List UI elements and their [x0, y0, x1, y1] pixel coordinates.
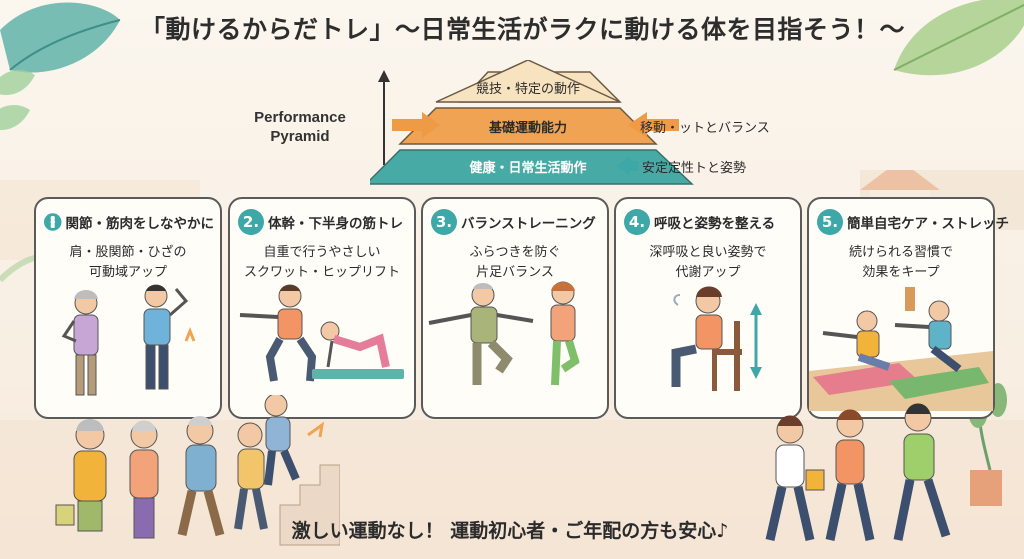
pyramid-bottom-label: 健康・日常生活動作	[469, 161, 587, 176]
page-title: 「動けるからだトレ」〜日常生活がラクに動ける体を目指そう！〜	[140, 15, 906, 44]
performance-pyramid-label: Performance Pyramid	[240, 108, 360, 146]
pyramid-top-label: 競技・特定の動作	[475, 82, 580, 97]
card-balance: 3. バランストレーニング ふらつきを防ぐ片足バランス	[421, 197, 609, 419]
number-badge: 5.	[817, 209, 843, 235]
card-title: 体幹・下半身の筋トレ	[268, 216, 403, 232]
leaf-decoration-icon	[893, 0, 1024, 76]
pyramid-label-line1: Performance	[254, 109, 346, 126]
card-title: 簡単自宅ケア・ストレッチ	[847, 216, 1009, 232]
pyramid-bottom-note: 安定定性トと姿勢	[642, 161, 747, 176]
number-badge: 4.	[624, 209, 650, 235]
card-description: 続けられる習慣で効果をキープ	[848, 245, 953, 280]
card-description: ふらつきを防ぐ片足バランス	[469, 245, 561, 280]
pyramid-middle-note: 移動・ットとバランス	[640, 121, 770, 136]
card-title: 呼吸と姿勢を整える	[654, 216, 776, 232]
card-home-care: 5. 簡単自宅ケア・ストレッチ 続けられる習慣で効果をキープ	[807, 197, 1009, 419]
walking-family-illustration	[765, 403, 951, 541]
pyramid-bottom-tier	[370, 149, 694, 185]
stretching-people-illustration	[61, 284, 196, 396]
performance-pyramid	[370, 60, 694, 185]
walking-seniors-illustration	[55, 395, 340, 546]
number-badge: 2.	[238, 209, 264, 235]
home-stretch-illustration	[809, 287, 993, 411]
pyramid-label-line2: Pyramid	[270, 128, 330, 145]
card-description: 肩・股関節・ひざの可動域アップ	[69, 245, 187, 280]
card-strength: 2. 体幹・下半身の筋トレ 自重で行うやさしいスクワット・ヒップリフト	[228, 197, 416, 419]
card-description: 自重で行うやさしいスクワット・ヒップリフト	[243, 245, 400, 280]
footer-message: 激しい運動なし！ 運動初心者・ご年配の方も安心♪	[291, 520, 729, 542]
squat-illustration	[239, 284, 404, 382]
card-breathing: 4. 呼吸と姿勢を整える 深呼吸と良い姿勢で代謝アップ	[614, 197, 802, 419]
balance-illustration	[428, 281, 580, 386]
pyramid-middle-label: 基礎運動能力	[488, 121, 567, 136]
breathing-illustration	[671, 286, 762, 391]
pyramid-middle-tier	[398, 107, 658, 145]
leaf-decoration-icon	[0, 2, 121, 130]
card-flexibility: 関節・筋肉をしなやかに 肩・股関節・ひざの可動域アップ	[34, 197, 222, 419]
number-badge: 3.	[431, 209, 457, 235]
card-title: 関節・筋肉をしなやかに	[65, 216, 215, 232]
knee-joint-icon	[44, 213, 62, 231]
card-title: バランストレーニング	[461, 216, 596, 232]
card-description: 深呼吸と良い姿勢で代謝アップ	[649, 245, 767, 280]
